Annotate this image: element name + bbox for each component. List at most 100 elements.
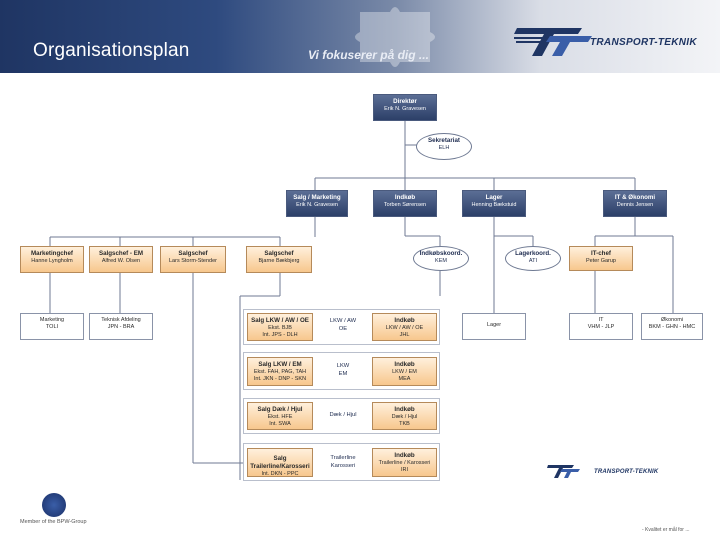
org-box-title: Salg Dæk / Hjul — [257, 406, 303, 413]
org-box-okonomi-team: Økonomi BKM - GHN - HMC — [641, 313, 703, 340]
group-label-line: LKW / AW — [329, 318, 357, 324]
org-box-line: Int. SWA — [269, 420, 291, 427]
org-box-name: Dennis Jensen — [616, 201, 654, 208]
org-box-it-okonomi: IT & Økonomi Dennis Jensen — [603, 190, 667, 217]
org-box-salg: Salg LKW / AW / OE Ekst. BJB Int. JPS - … — [247, 313, 313, 341]
org-box-title: Lager — [485, 194, 503, 201]
org-box-name: Bjarne Bækbjerg — [258, 257, 300, 264]
org-box-marketing: Marketing TOLI — [20, 313, 84, 340]
org-box-line: IRI — [400, 466, 409, 473]
org-box-line: Dæk / Hjul — [391, 413, 418, 420]
org-box-name: Peter Garup — [586, 257, 616, 264]
org-box-line: Ekst. BJB — [268, 324, 292, 331]
org-box-title: Indkøb — [394, 452, 415, 459]
logo-text-small: TRANSPORT-TEKNIK — [594, 469, 659, 475]
org-box-line: Ekst. FAH, PAG, TAH — [253, 368, 307, 375]
org-box-title: Indkøb — [394, 406, 415, 413]
org-box-title: IT — [598, 317, 604, 323]
org-box-name: Alfred W. Olsen — [101, 257, 141, 264]
org-box-title: Salg Trailerline/Karosseri — [250, 455, 310, 470]
org-box-title: Salg LKW / EM — [258, 361, 302, 368]
group-label-line: Dæk / Hjul — [329, 412, 357, 418]
footer-slogan: - Kvalitet er mål for ... — [642, 527, 690, 533]
header-banner: Organisationsplan Vi fokuserer på dig ..… — [0, 0, 720, 73]
org-box-title: Salg LKW / AW / OE — [251, 317, 309, 324]
org-box-name: Henning Bækstuid — [471, 201, 517, 208]
org-box-lager: Lager Henning Bækstuid — [462, 190, 526, 217]
org-box-name: BKM - GHN - HMC — [648, 323, 696, 330]
org-box-title: Teknisk Afdeling — [101, 317, 141, 323]
org-box-indkob-group: Indkøb LKW / AW / OE JHL — [372, 313, 437, 341]
org-box-lagerkoord: Lagerkoord. ATI — [505, 246, 561, 271]
org-box-sekretariat: Sekretariat ELH — [416, 133, 472, 160]
org-box-line: Int. DKN - PPC — [261, 470, 299, 477]
puzzle-graphic — [355, 7, 435, 67]
bpw-logo-icon — [42, 493, 66, 517]
org-box-name: Lars Storm-Stender — [169, 257, 217, 264]
org-box-marketingchef: Marketingchef Hanne Lyngholm — [20, 246, 84, 273]
org-box-title: Direktør — [393, 98, 417, 105]
org-box-name: TOLI — [45, 323, 59, 330]
org-box-lager-team: Lager — [462, 313, 526, 340]
org-box-title: Salgschef — [264, 250, 294, 257]
org-box-title: Indkøb — [394, 361, 415, 368]
org-box-salgschef-em: Salgschef - EM Alfred W. Olsen — [89, 246, 153, 273]
org-box-line: Int. JKN - DNP - SKN — [253, 375, 307, 382]
org-box-name: ATI — [528, 257, 538, 264]
org-box-line: JHL — [399, 331, 410, 338]
org-box-title: Indkøb — [394, 194, 416, 201]
org-box-line: MEA — [398, 375, 411, 382]
org-box-direktor: Direktør Erik N. Gravesen — [373, 94, 437, 121]
logo-text: TRANSPORT-TEKNIK — [590, 37, 697, 48]
org-box-title: Lagerkoord. — [515, 250, 551, 257]
org-box-salg-marketing: Salg / Marketing Erik N. Gravesen — [286, 190, 348, 217]
org-box-teknisk-afdeling: Teknisk Afdeling JPN - BRA — [89, 313, 153, 340]
org-box-title: Økonomi — [660, 317, 683, 323]
org-box-indkob-group: Indkøb Dæk / Hjul TKB — [372, 402, 437, 430]
org-box-salgschef-bb: Salgschef Bjarne Bækbjerg — [246, 246, 312, 273]
transport-teknik-small-logo-icon — [547, 465, 580, 478]
org-box-line: LKW / AW / OE — [385, 324, 424, 331]
org-box-it-team: IT VHM - JLP — [569, 313, 633, 340]
org-box-indkobskoord: Indkøbskoord. KEM — [413, 246, 469, 271]
org-box-title: Salgschef - EM — [98, 250, 143, 257]
group-daek-hjul: Salg Dæk / Hjul Ekst. HFE Int. SWA Dæk /… — [243, 398, 440, 434]
org-box-name: Torben Sørensen — [383, 201, 427, 208]
org-box-line: Trailerline / Karosseri — [378, 459, 431, 466]
org-box-name: Hanne Lyngholm — [31, 257, 73, 264]
org-box-name: KEM — [435, 257, 447, 264]
group-label-line: Karosseri — [330, 462, 356, 469]
transport-teknik-logo-icon — [514, 28, 592, 56]
org-box-title: Indkøbskoord. — [419, 250, 463, 257]
group-label-line: EM — [338, 370, 348, 377]
org-box-title: Indkøb — [394, 317, 415, 324]
group-lkw-em: Salg LKW / EM Ekst. FAH, PAG, TAH Int. J… — [243, 352, 440, 390]
org-box-salg: Salg LKW / EM Ekst. FAH, PAG, TAH Int. J… — [247, 357, 313, 386]
org-box-line: Ekst. HFE — [267, 413, 293, 420]
org-box-line: LKW / EM — [392, 368, 417, 375]
page-title: Organisationsplan — [33, 40, 190, 61]
org-box-name: Erik N. Gravesen — [296, 201, 338, 208]
group-label-line: OE — [338, 325, 348, 332]
org-box-name: ELH — [438, 144, 450, 151]
org-box-salgschef-lss: Salgschef Lars Storm-Stender — [160, 246, 226, 273]
group-label: LKW / AW OE — [318, 318, 368, 333]
org-box-indkob: Indkøb Torben Sørensen — [373, 190, 437, 217]
org-box-title: Lager — [486, 322, 502, 328]
org-box-title: Marketing — [39, 317, 65, 323]
org-box-indkob-group: Indkøb LKW / EM MEA — [372, 357, 437, 386]
org-box-title: Sekretariat — [428, 137, 460, 144]
org-box-name: JPN - BRA — [107, 323, 135, 330]
footer-member-text: Member of the BPW-Group — [20, 519, 87, 525]
group-trailerline: Salg Trailerline/Karosseri Int. DKN - PP… — [243, 443, 440, 481]
org-box-it-chef: IT-chef Peter Garup — [569, 246, 633, 271]
group-label: Dæk / Hjul — [318, 412, 368, 420]
org-box-salg: Salg Dæk / Hjul Ekst. HFE Int. SWA — [247, 402, 313, 430]
org-box-line: TKB — [399, 420, 410, 427]
org-box-title: Marketingchef — [31, 250, 73, 257]
org-box-name: VHM - JLP — [587, 323, 615, 330]
org-box-title: Salgschef — [178, 250, 208, 257]
org-box-indkob-group: Indkøb Trailerline / Karosseri IRI — [372, 448, 437, 477]
group-lkw-aw-oe: Salg LKW / AW / OE Ekst. BJB Int. JPS - … — [243, 309, 440, 345]
